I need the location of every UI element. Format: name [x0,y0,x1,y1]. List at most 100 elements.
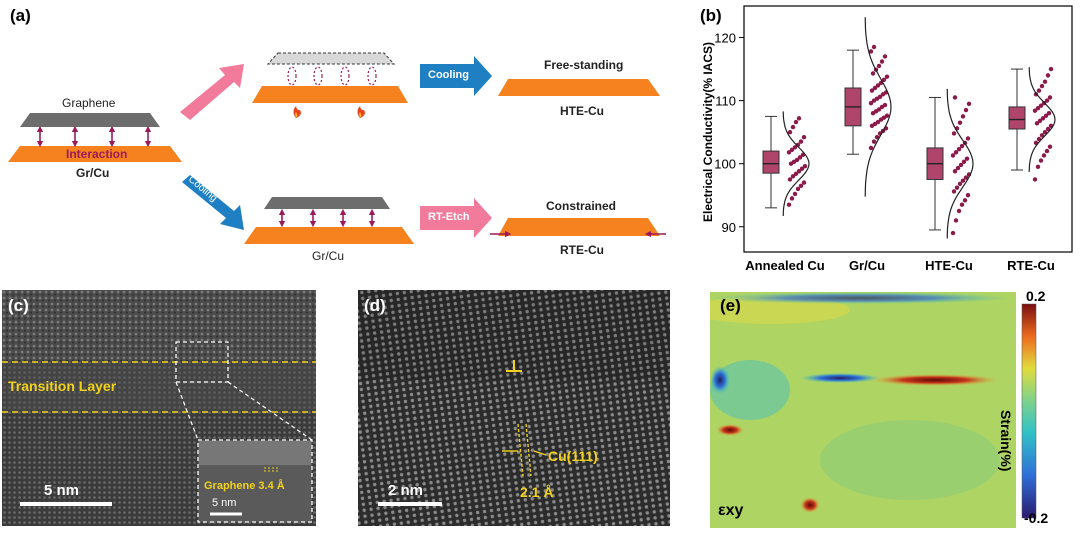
data-point [966,101,972,106]
data-point [958,162,964,168]
data-point [786,150,792,155]
distribution-curve [1028,67,1056,172]
data-point [1045,73,1051,78]
distribution-curve [782,111,810,217]
data-point [792,191,798,197]
panel-label: (a) [10,6,31,25]
colorbar-title: Strain(%) [998,410,1014,472]
y-tick-label: 90 [722,220,736,235]
data-point [799,166,805,171]
x-tick-label: HTE-Cu [925,258,973,273]
data-point [961,159,967,164]
data-point [1035,164,1041,170]
data-point [877,94,883,100]
data-point [951,131,957,136]
data-point [1037,118,1043,124]
data-point [1032,177,1038,182]
data-point [792,145,798,150]
copper-substrate [8,146,182,162]
data-point [870,71,876,76]
panel-a: (a) Graphene Interaction Gr/Cu HT-Etch C… [0,0,690,280]
scale-bar-label: 2 nm [388,482,424,499]
cooled-grcu-assembly [244,197,414,244]
data-point [957,120,963,125]
inset-graphene-label: Graphene 3.4 Å [204,480,285,492]
data-point [790,174,796,179]
data-point [1040,116,1046,121]
inset-image [197,439,313,523]
rt-etch-arrow [420,198,492,238]
grcu-bottom-label: Gr/Cu [312,249,345,263]
data-point [789,147,795,153]
data-point [1041,153,1047,158]
copper-substrate-bottom [244,227,414,244]
data-point [957,181,963,187]
x-tick-label: RTE-Cu [1007,258,1055,273]
rte-cu-substrate [498,218,660,236]
hte-process-assembly [252,52,408,118]
graphene-sheet-bottom [264,197,390,209]
box-group [926,88,974,239]
grcu-left-assembly [8,113,182,162]
data-point [1035,105,1041,111]
data-point [787,177,793,182]
data-point [954,185,960,190]
data-point [787,129,793,135]
free-standing-label: Free-standing [544,58,624,72]
data-point [868,49,874,54]
strain-component-label: εxy [718,502,744,519]
data-point [1044,148,1050,154]
colorbar [1021,303,1037,519]
panel-label: (c) [8,296,29,315]
y-tick-label: 110 [715,94,736,109]
copper-substrate-hte [252,86,408,103]
data-point [1034,121,1040,126]
box-group [844,17,892,197]
data-point [1038,158,1044,163]
y-tick-label: 120 [714,31,736,46]
inset-scale-label: 5 nm [212,497,237,509]
data-point [959,202,965,207]
data-point [965,136,971,141]
cu111-label: Cu(111) [548,448,598,464]
data-point [1039,83,1045,89]
distribution-curve [946,88,974,239]
data-point [950,153,956,158]
data-point [956,208,962,214]
data-point [869,88,875,93]
data-point [962,198,968,203]
data-point [951,189,957,194]
strain-band-red [870,374,1000,386]
data-point [1038,103,1044,108]
rte-cu-label: RTE-Cu [560,243,604,257]
data-point [876,107,882,112]
data-point [1047,144,1053,149]
box-group [1008,66,1056,182]
data-point [1048,66,1054,72]
data-point [1044,98,1050,103]
data-point [793,171,799,176]
constrained-label: Constrained [546,199,617,213]
data-point [875,83,881,88]
data-point [879,59,885,64]
cooling-top-arrow [420,56,492,96]
data-point [876,63,882,69]
interaction-label: Interaction [66,147,128,161]
data-point [795,186,801,192]
data-point [798,139,804,144]
box-group [762,111,810,217]
x-tick-label: Annealed Cu [745,258,825,273]
scale-bar-label: 5 nm [44,482,80,499]
flame-icon [357,106,365,118]
data-point [794,157,800,163]
distribution-curve [864,17,892,197]
data-point [802,164,808,169]
panel-c: (c) Transition Layer 5 nm Graphene 3.4 Å… [2,290,316,526]
colorbar-min-label: -0.2 [1024,510,1049,526]
hte-cu-substrate [498,79,660,96]
data-point [1036,88,1042,93]
data-point [960,178,966,183]
data-point [1047,95,1053,100]
data-point [882,54,888,59]
data-point [953,150,959,155]
